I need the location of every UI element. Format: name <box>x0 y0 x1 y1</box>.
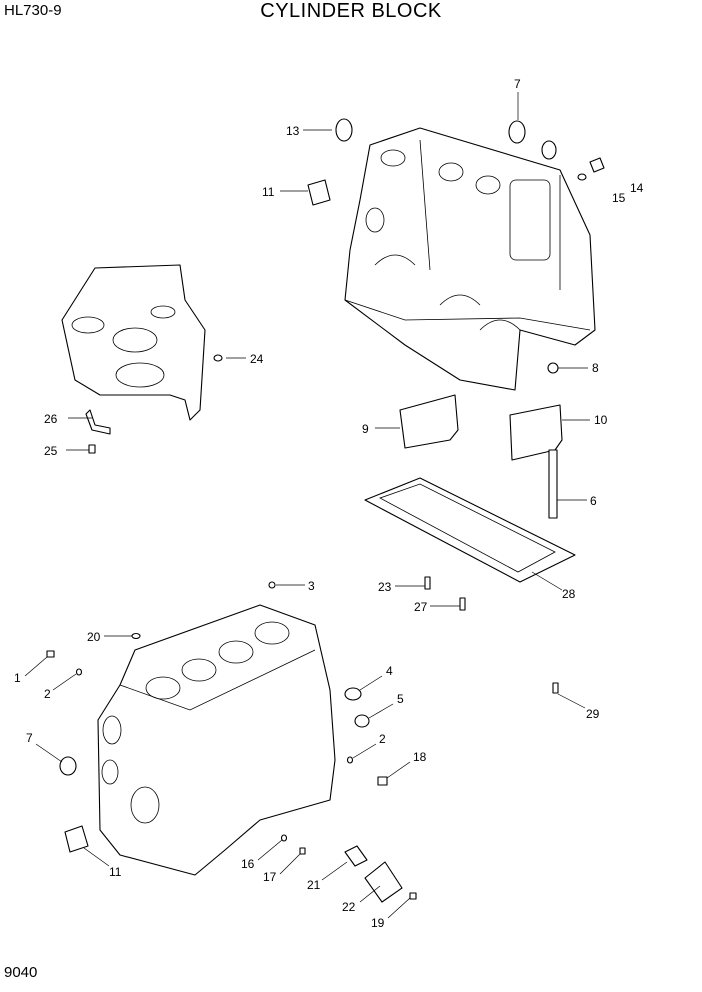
plug-17 <box>299 847 306 855</box>
plug-5 <box>354 714 370 728</box>
gasket-21 <box>344 845 368 867</box>
callout-2-left: 2 <box>44 687 51 701</box>
model-label: HL730-9 <box>4 2 62 19</box>
callout-20: 20 <box>87 630 101 644</box>
plug-13 <box>335 118 353 142</box>
o-ring-2-left <box>75 668 83 676</box>
callout-16: 16 <box>241 857 255 871</box>
callout-14: 14 <box>630 181 644 195</box>
callout-7-upper: 7 <box>514 77 521 91</box>
page-number: 9040 <box>4 964 38 981</box>
plug-7b-upper <box>541 140 557 160</box>
bolt-6 <box>548 449 558 519</box>
dowel-3 <box>268 581 276 589</box>
callout-29: 29 <box>586 707 600 721</box>
bearing-cap-10 <box>509 404 563 461</box>
callout-15: 15 <box>612 191 626 205</box>
plug-7-lower <box>59 756 77 776</box>
cover-22 <box>364 861 403 903</box>
callout-2-right: 2 <box>379 732 386 746</box>
callout-1: 1 <box>14 671 21 685</box>
washer-8 <box>547 362 559 374</box>
o-ring-16 <box>280 834 288 842</box>
callout-6: 6 <box>590 494 597 508</box>
callout-25: 25 <box>44 444 58 458</box>
plug-14 <box>589 157 605 173</box>
bushing-11-lower <box>64 825 89 853</box>
bolt-25 <box>88 444 96 454</box>
upper-cylinder-block <box>344 127 596 391</box>
callout-11-upper: 11 <box>262 185 275 199</box>
callout-4: 4 <box>386 664 393 678</box>
o-ring-15 <box>577 173 587 181</box>
callout-5: 5 <box>397 692 404 706</box>
lower-cylinder-block <box>97 604 336 876</box>
callout-27: 27 <box>414 600 428 614</box>
dowel-1 <box>46 650 55 658</box>
leader-lines <box>24 92 590 919</box>
callout-18: 18 <box>413 750 427 764</box>
callout-13: 13 <box>286 124 300 138</box>
bushing-11-upper <box>307 179 331 206</box>
callout-21: 21 <box>307 878 321 892</box>
callout-24: 24 <box>250 352 264 366</box>
callout-8: 8 <box>592 361 599 375</box>
bolt-19 <box>409 892 417 900</box>
plug-7-upper <box>508 120 526 144</box>
callout-28: 28 <box>562 587 576 601</box>
callout-22: 22 <box>342 900 356 914</box>
o-ring-2-right <box>346 756 354 764</box>
plug-24 <box>213 354 223 362</box>
callout-26: 26 <box>44 412 58 426</box>
callout-7-lower: 7 <box>26 731 33 745</box>
dowel-18 <box>377 776 388 786</box>
diagram-title: CYLINDER BLOCK <box>260 0 442 22</box>
callout-3: 3 <box>308 579 315 593</box>
o-ring-20 <box>131 632 141 640</box>
oil-pan-gasket <box>364 477 576 583</box>
seal-4 <box>344 687 362 701</box>
bolt-29 <box>552 682 559 694</box>
pipe-26 <box>85 409 111 435</box>
callout-23: 23 <box>378 580 392 594</box>
bearing-cap-9 <box>399 394 459 449</box>
callout-labels: 13 7 14 15 11 24 8 9 10 26 25 6 23 27 28… <box>14 77 644 930</box>
callout-9: 9 <box>362 422 369 436</box>
callout-19: 19 <box>371 916 385 930</box>
callout-10: 10 <box>594 413 608 427</box>
callout-11-lower: 11 <box>109 865 122 879</box>
callout-17: 17 <box>263 870 277 884</box>
rear-plate-gasket <box>61 264 206 421</box>
bolt-27 <box>459 597 466 611</box>
bolt-23 <box>424 576 431 590</box>
